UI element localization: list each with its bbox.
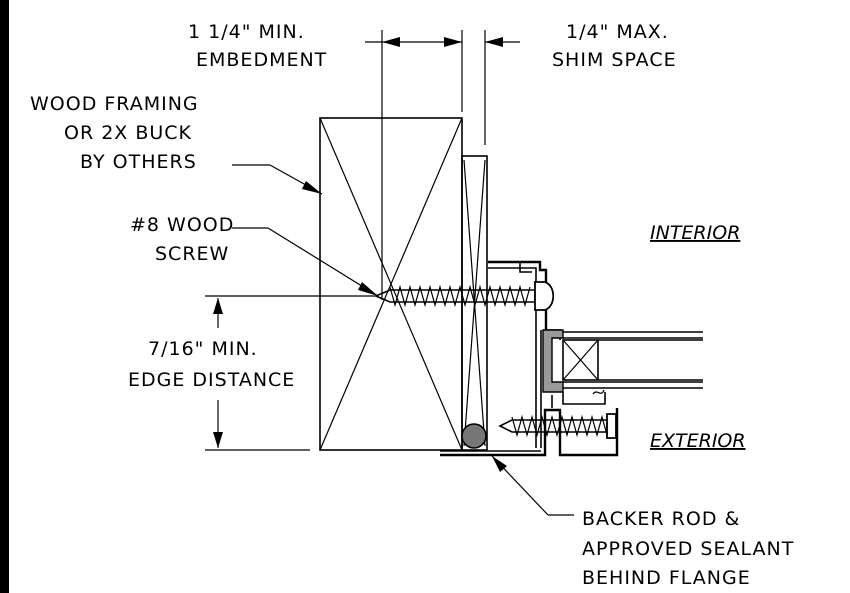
leaders xyxy=(232,164,574,516)
exterior-label: EXTERIOR xyxy=(650,430,746,452)
screw-line-1: #8 WOOD xyxy=(130,214,234,236)
glazing-unit xyxy=(542,329,703,393)
embedment-label: 1 1/4" MIN. EMBEDMENT xyxy=(188,21,327,71)
screw-line-2: SCREW xyxy=(155,243,229,265)
flange-screw xyxy=(498,413,617,439)
edge-distance-label: 7/16" MIN. EDGE DISTANCE xyxy=(128,338,295,391)
wood-screw xyxy=(373,281,555,311)
edge-line-2: EDGE DISTANCE xyxy=(128,369,295,391)
sealant-line-3: BEHIND FLANGE xyxy=(582,567,751,589)
interior-label: INTERIOR xyxy=(650,222,740,244)
edge-line-1: 7/16" MIN. xyxy=(148,338,258,360)
shim-line-1: 1/4" MAX. xyxy=(566,21,669,43)
shim-space-label: 1/4" MAX. SHIM SPACE xyxy=(552,21,677,71)
sealant-line-1: BACKER ROD & xyxy=(582,508,740,530)
screw-label: #8 WOOD SCREW xyxy=(130,214,234,265)
glazing-stop xyxy=(562,389,606,405)
framing-label: WOOD FRAMING OR 2X BUCK BY OTHERS xyxy=(30,93,199,173)
embedment-line-2: EMBEDMENT xyxy=(196,49,327,71)
edge-distance-dimension xyxy=(205,295,376,451)
framing-line-3: BY OTHERS xyxy=(80,151,197,173)
sealant-label: BACKER ROD & APPROVED SEALANT BEHIND FLA… xyxy=(582,508,794,589)
shim-dimension xyxy=(484,30,520,145)
wood-framing-block xyxy=(319,117,463,451)
framing-line-1: WOOD FRAMING xyxy=(30,93,199,115)
shim-line-2: SHIM SPACE xyxy=(552,49,677,71)
embedment-dimension xyxy=(365,30,463,300)
framing-line-2: OR 2X BUCK xyxy=(64,122,192,144)
sealant-line-2: APPROVED SEALANT xyxy=(582,538,794,560)
backer-rod xyxy=(461,423,487,449)
embedment-line-1: 1 1/4" MIN. xyxy=(188,21,305,43)
sheet-border xyxy=(0,0,9,593)
